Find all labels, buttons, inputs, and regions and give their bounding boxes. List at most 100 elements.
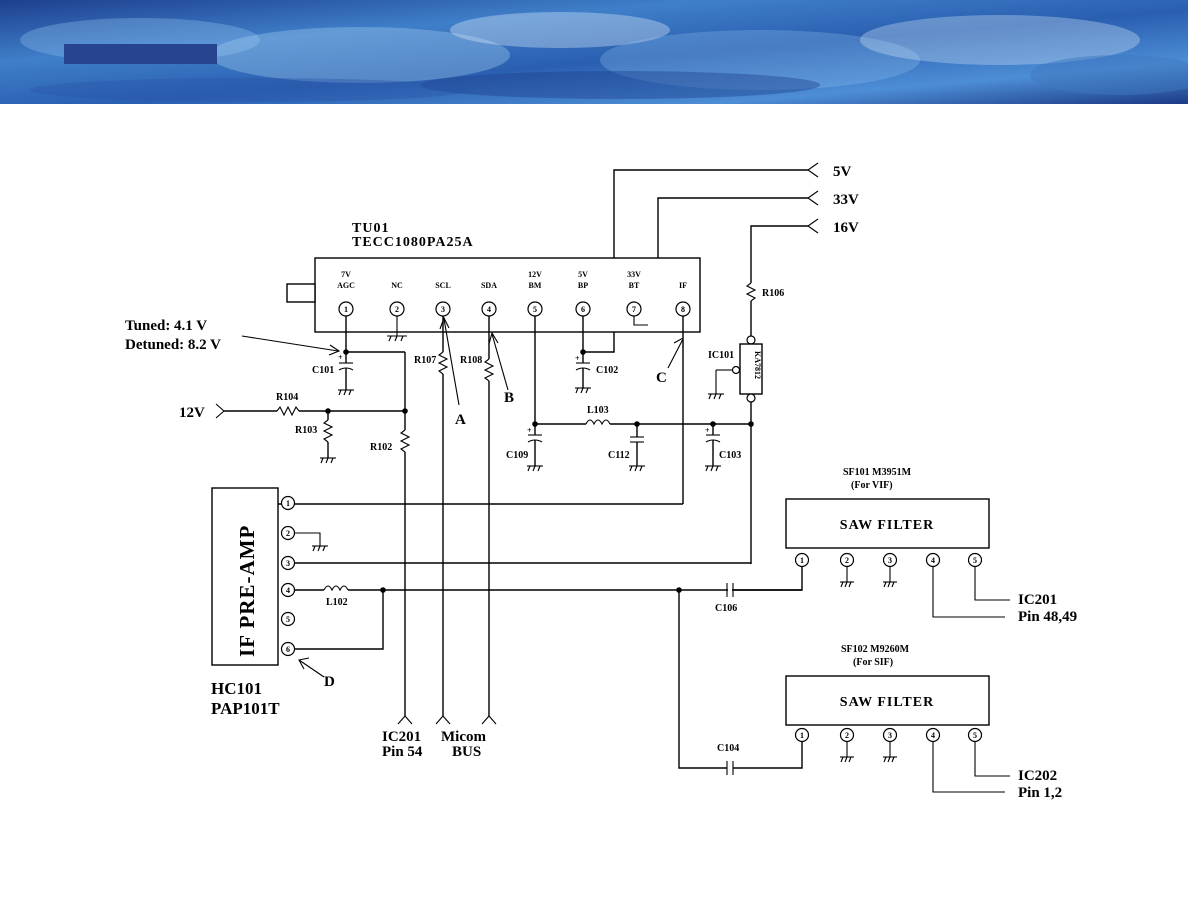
saw2-dest-ic: IC202 [1018,768,1057,784]
svg-text:5V: 5V [578,270,588,279]
svg-text:3: 3 [441,305,445,314]
test-point-b-arrow [491,333,509,391]
svg-text:BP: BP [578,281,588,290]
saw2-body [785,675,990,726]
arrow-tuned [241,335,339,352]
r108-resistor [483,358,495,382]
svg-text:6: 6 [286,645,290,654]
svg-text:AGC: AGC [337,281,355,290]
c103-label: C103 [719,450,741,461]
test-point-b: B [504,390,514,406]
supply-16v: 16V [807,218,859,236]
connector-ic201-arrow [397,715,413,725]
tuner-pin-5: 12V BM 5 [527,270,543,317]
saw2-pins: 1 2 3 4 5 [794,727,983,743]
svg-text:3: 3 [888,556,892,565]
l103-label: L103 [587,405,609,416]
saw1-ref: SF101 M3951M [843,467,912,478]
svg-text:1: 1 [800,731,804,740]
svg-text:2: 2 [395,305,399,314]
svg-text:4: 4 [931,731,935,740]
r107-label: R107 [414,355,436,366]
svg-text:NC: NC [391,281,403,290]
l102-label: L102 [326,597,348,608]
tuner-pin-3: SCL 3 [435,281,451,317]
svg-text:BM: BM [529,281,542,290]
c106-label: C106 [715,603,737,614]
svg-text:7V: 7V [341,270,351,279]
r106-label: R106 [762,288,784,299]
test-point-c-arrow [667,338,684,369]
test-point-a: A [455,412,466,428]
svg-text:12V: 12V [528,270,542,279]
svg-text:5: 5 [973,556,977,565]
c101-label: C101 [312,365,334,376]
supply-5v: 5V [807,162,852,180]
saw1-pins: 1 2 3 4 5 [794,552,983,568]
saw2-note: (For SIF) [853,657,893,668]
saw1-dest-pin: Pin 48,49 [1018,609,1077,625]
test-point-d: D [324,674,335,690]
l102-inductor [323,585,349,592]
svg-text:+: + [338,353,343,362]
tuner-connector [286,283,316,303]
ic101-part-label: KA7812 [753,351,762,379]
preamp-body [211,487,279,666]
c104-label: C104 [717,743,739,754]
svg-text:SCL: SCL [435,281,451,290]
svg-text:2: 2 [845,556,849,565]
r104-label: R104 [276,392,298,403]
preamp-pins: 1 2 3 4 5 6 [280,495,296,657]
wire-16v [750,225,808,283]
supply-12v-arrow [215,403,225,419]
preamp-part: PAP101T [211,699,280,718]
c109-label: C109 [506,450,528,461]
bottom-pin54: Pin 54 [382,744,423,760]
saw2-title: SAW FILTER [840,695,934,710]
svg-text:1: 1 [344,305,348,314]
r107-resistor [437,351,449,375]
test-point-c: C [656,370,667,386]
svg-text:6: 6 [581,305,585,314]
r103-label: R103 [295,425,317,436]
r102-label: R102 [370,442,392,453]
ic101-label: IC101 [708,350,734,361]
svg-text:5: 5 [286,615,290,624]
svg-text:4: 4 [286,586,290,595]
c112-label: C112 [608,450,630,461]
r108-label: R108 [460,355,482,366]
svg-text:3: 3 [286,559,290,568]
bottom-micom: Micom [441,729,486,745]
r104-resistor [276,405,300,417]
tuner-pin-2: NC 2 [389,281,405,317]
test-point-d-arrow [298,659,325,678]
svg-text:3: 3 [888,731,892,740]
svg-text:+: + [705,426,710,435]
svg-text:33V: 33V [627,270,641,279]
svg-text:IF: IF [679,281,687,290]
supply-12v: 12V [179,405,205,421]
preamp-ref: HC101 [211,679,262,698]
svg-text:4: 4 [931,556,935,565]
saw1-dest-ic: IC201 [1018,592,1057,608]
note-tuned: Tuned: 4.1 V [125,318,207,334]
svg-text:BT: BT [629,281,640,290]
svg-text:33V: 33V [833,192,859,208]
svg-text:5: 5 [973,731,977,740]
svg-text:1: 1 [286,499,290,508]
svg-text:16V: 16V [833,220,859,236]
svg-text:+: + [527,426,532,435]
tuner-part: TECC1080PA25A [352,235,474,250]
saw2-ref: SF102 M9260M [841,644,910,655]
r102-resistor [399,429,411,453]
saw2-dest-pin: Pin 1,2 [1018,785,1062,801]
test-point-a-arrow [443,318,460,406]
saw1-note: (For VIF) [851,480,893,491]
banner-background [0,0,1188,104]
supply-33v: 33V [807,190,859,208]
svg-text:2: 2 [286,529,290,538]
preamp-title: IF PRE-AMP [235,525,259,657]
svg-text:SDA: SDA [481,281,497,290]
r106-resistor [745,282,757,302]
